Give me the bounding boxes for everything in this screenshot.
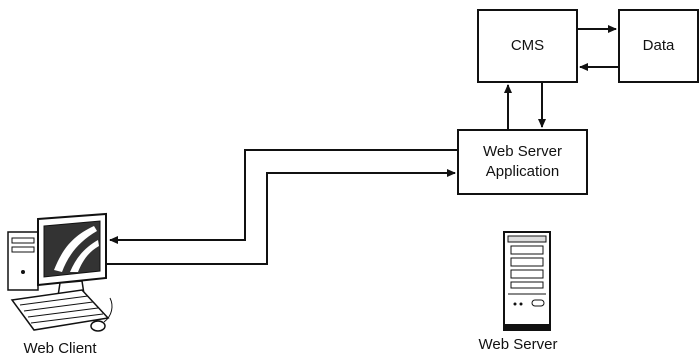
web-client-caption: Web Client [23,340,97,357]
arrow-server-to-client [109,149,457,244]
web-server-application-box: Web Server Application [457,129,588,195]
data-label: Data [642,37,675,54]
data-box: Data [618,9,699,83]
cms-box: CMS [477,9,578,83]
cms-label: CMS [510,37,545,54]
arrow-client-to-server [106,169,456,265]
web-server-application-label: Web Server Application [483,143,562,180]
web-server-caption: Web Server [478,336,558,353]
